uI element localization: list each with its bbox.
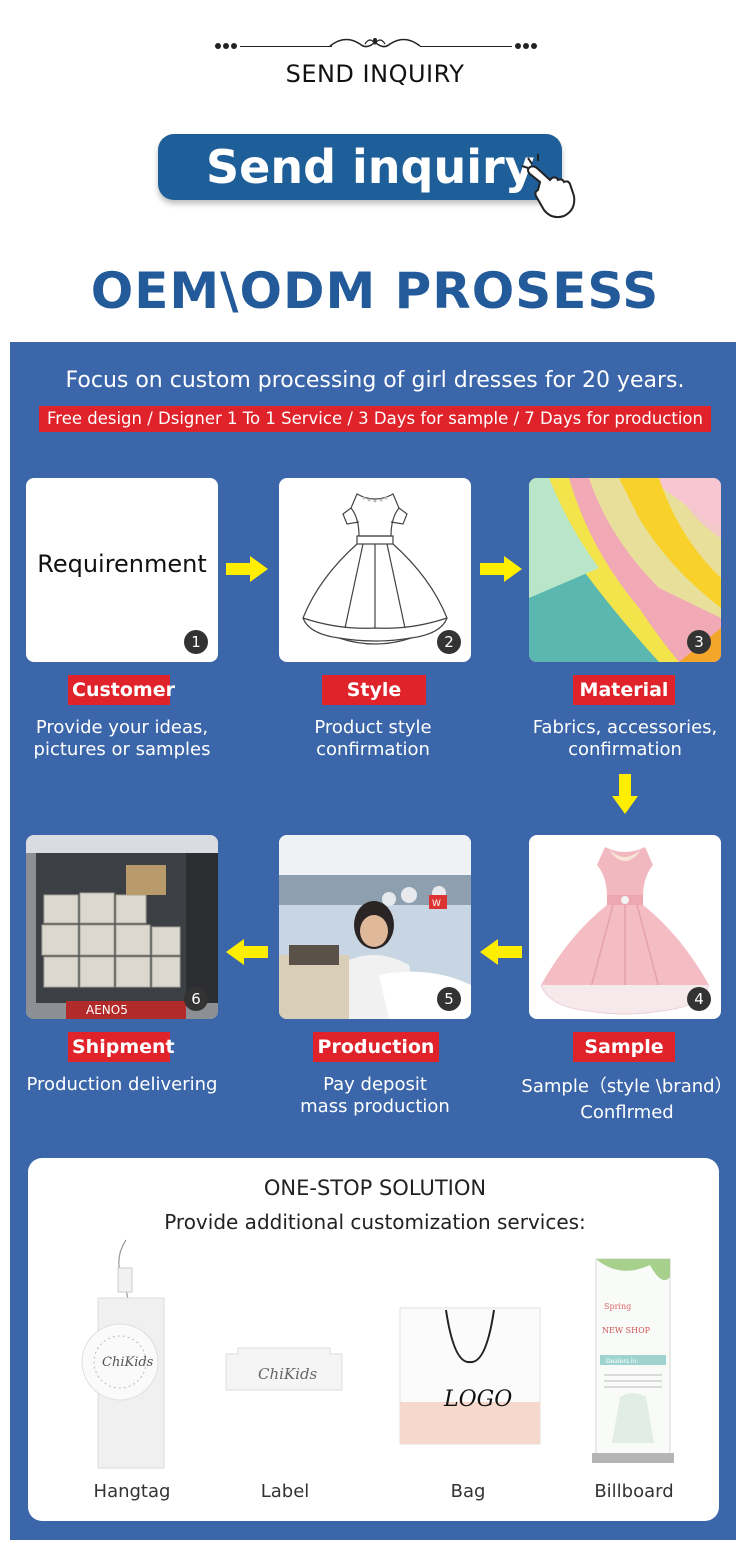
pink-dress-image xyxy=(540,847,710,1015)
arrow-right-icon xyxy=(226,556,268,582)
page-title: OEM\ODM PROSESS xyxy=(90,262,660,320)
description-line: confirmation xyxy=(568,739,682,760)
one-stop-title: ONE-STOP SOLUTION xyxy=(263,1176,487,1200)
bag-label: Bag xyxy=(450,1481,486,1502)
step-number: 2 xyxy=(437,630,461,654)
factory-sewing-image: W xyxy=(279,835,471,1019)
pointing-hand-icon xyxy=(522,154,576,219)
description-line: Provide your ideas, xyxy=(35,717,209,738)
step-card-production: W 5 xyxy=(279,835,471,1019)
bag-logo-text: LOGO xyxy=(443,1387,512,1412)
description-line: Sample（style \brand） xyxy=(521,1076,733,1097)
container-code-text: AENO5 xyxy=(86,1003,128,1017)
arrow-down-icon xyxy=(612,774,638,814)
step-card-sample: 4 xyxy=(529,835,721,1019)
woven-label-image: ChiKids xyxy=(225,1347,343,1391)
billboard-shop-text: NEW SHOP xyxy=(602,1326,651,1335)
hangtag-label: Hangtag xyxy=(93,1481,171,1502)
hangtag-brand-text: ChiKids xyxy=(102,1355,154,1370)
ornament-line-left xyxy=(240,46,332,47)
hangtag-image: ChiKids xyxy=(81,1239,165,1469)
step-description: Production delivering xyxy=(2,1074,242,1096)
tag-production: Production xyxy=(313,1032,439,1062)
description-line: mass production xyxy=(300,1096,450,1117)
step-description: Provide your ideas, pictures or samples xyxy=(2,717,242,761)
step-number: 3 xyxy=(687,630,711,654)
arrow-left-icon xyxy=(480,939,522,965)
send-inquiry-button[interactable]: Send inquiry xyxy=(158,134,562,200)
one-stop-subtitle: Provide additional customization service… xyxy=(164,1210,586,1234)
ornament-line-right xyxy=(420,46,512,47)
rollup-billboard-image: Spring NEW SHOP Dealers in: xyxy=(592,1258,674,1463)
description-line: confirmation xyxy=(316,739,430,760)
tag-style: Style xyxy=(322,675,426,705)
description-line: Product style xyxy=(314,717,432,738)
ornament-dot xyxy=(215,43,221,49)
ornament-dot xyxy=(223,43,229,49)
fabric-stack-image xyxy=(529,478,721,662)
ornament-dot xyxy=(231,43,237,49)
ornament-dot xyxy=(531,43,537,49)
description-line: Fabrics, accessories, xyxy=(532,717,718,738)
factory-sign-text: W xyxy=(432,899,441,909)
step-card-style: 2 xyxy=(279,478,471,662)
step-number: 5 xyxy=(437,987,461,1011)
description-line: Conflrmed xyxy=(580,1102,674,1123)
step-card-material: 3 xyxy=(529,478,721,662)
flourish-ornament-icon xyxy=(329,38,421,48)
service-banner: Free design / Dsigner 1 To 1 Service / 3… xyxy=(39,406,711,432)
step-number: 1 xyxy=(184,630,208,654)
step-card-requirement: Requirenment 1 xyxy=(26,478,218,662)
description-line: Pay deposit xyxy=(323,1074,427,1095)
step-description: Fabrics, accessories, confirmation xyxy=(505,717,745,761)
tag-shipment: Shipment xyxy=(68,1032,175,1062)
arrow-right-icon xyxy=(480,556,522,582)
arrow-left-icon xyxy=(226,939,268,965)
container-loading-image: AENO5 xyxy=(26,835,218,1019)
step-description: Sample（style \brand） Conflrmed xyxy=(498,1074,750,1126)
label-label: Label xyxy=(260,1481,310,1502)
ornament-dot xyxy=(515,43,521,49)
step-description: Product style confirmation xyxy=(253,717,493,761)
step-number: 4 xyxy=(687,987,711,1011)
step-description: Pay deposit mass production xyxy=(255,1074,495,1118)
shopping-bag-image: LOGO xyxy=(399,1307,541,1445)
dress-sketch-image xyxy=(302,493,448,645)
focus-text: Focus on custom processing of girl dress… xyxy=(65,368,685,393)
billboard-spring-text: Spring xyxy=(604,1302,631,1311)
tag-customer: Customer xyxy=(68,675,175,705)
tag-material: Material xyxy=(573,675,675,705)
tag-sample: Sample xyxy=(573,1032,675,1062)
step-number: 6 xyxy=(184,987,208,1011)
step-card-shipment: AENO5 6 xyxy=(26,835,218,1019)
description-line: Production delivering xyxy=(26,1074,218,1095)
ornament-dot xyxy=(523,43,529,49)
billboard-label: Billboard xyxy=(594,1481,674,1502)
requirement-text: Requirenment xyxy=(37,550,207,578)
billboard-dealers-text: Dealers in: xyxy=(606,1358,638,1365)
section-heading: SEND INQUIRY xyxy=(285,60,465,88)
description-line: pictures or samples xyxy=(33,739,211,760)
label-brand-text: ChiKids xyxy=(258,1365,318,1383)
